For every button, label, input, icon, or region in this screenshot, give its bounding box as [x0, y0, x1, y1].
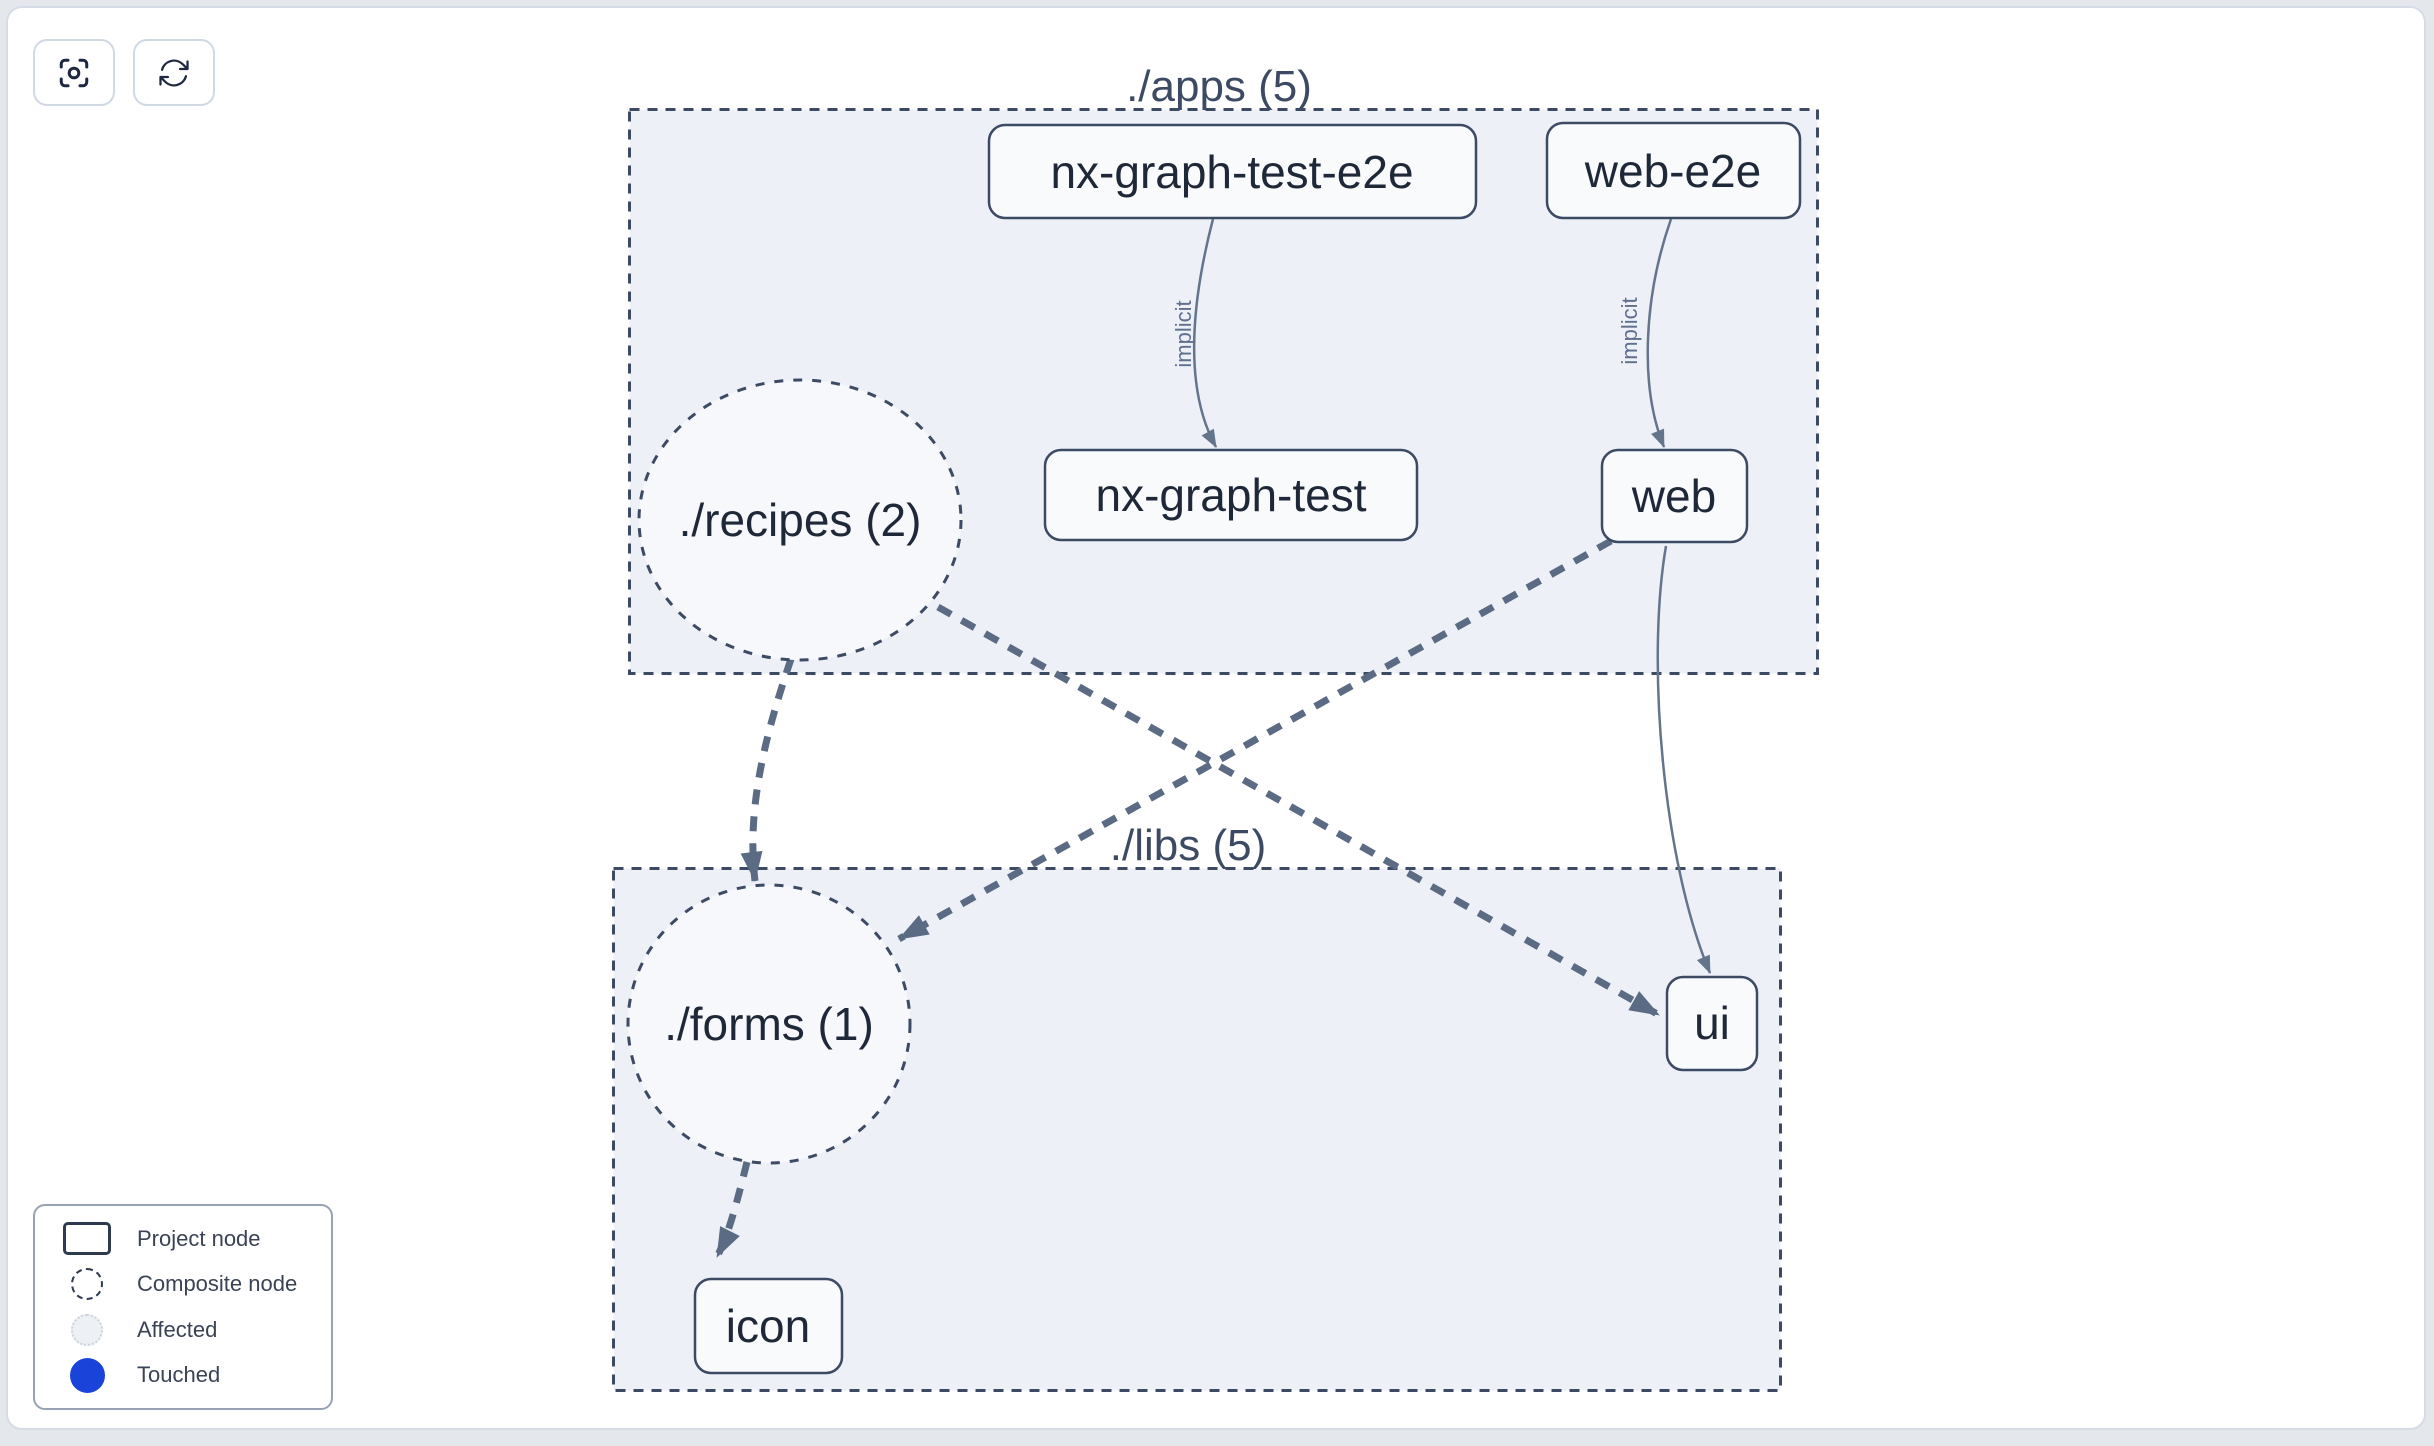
refresh-graph-button[interactable]	[133, 39, 215, 106]
edge-web-to-forms	[897, 537, 1613, 943]
edge-label-implicit: implicit	[1171, 300, 1196, 367]
composite-circle	[626, 883, 912, 1165]
node-label: nx-graph-test	[1095, 469, 1366, 521]
legend-label: Project node	[137, 1225, 261, 1251]
composite-node-swatch	[71, 1268, 103, 1301]
edge-forms-to-icon	[713, 1161, 751, 1259]
node-web-e2e[interactable]: web-e2e	[1545, 121, 1802, 220]
legend-item-touched: Touched	[59, 1353, 331, 1397]
touched-swatch	[69, 1357, 105, 1393]
composite-circle	[637, 378, 963, 662]
node-icon[interactable]: icon	[693, 1277, 844, 1375]
node-label: ui	[1694, 997, 1730, 1049]
legend: Project node Composite node Affected Tou…	[33, 1204, 333, 1410]
project-rect	[987, 123, 1478, 220]
node-forms[interactable]: ./forms (1)	[626, 883, 912, 1165]
node-label: ./forms (1)	[664, 998, 874, 1050]
project-node-swatch	[63, 1222, 111, 1256]
project-rect	[1600, 448, 1749, 544]
project-rect	[693, 1277, 844, 1375]
legend-label: Composite node	[137, 1271, 298, 1297]
node-nx-graph-test[interactable]: nx-graph-test	[1043, 448, 1419, 542]
legend-label: Affected	[137, 1316, 218, 1342]
group-label-libs: ./libs (5)	[1110, 821, 1266, 870]
affected-swatch	[71, 1313, 103, 1346]
node-web[interactable]: web	[1600, 448, 1749, 544]
center-graph-button[interactable]	[33, 39, 115, 106]
edge-web-to-ui	[1656, 545, 1712, 974]
edge-recipes-to-forms	[740, 657, 795, 882]
node-label: nx-graph-test-e2e	[1050, 146, 1413, 198]
node-nx-graph-test-e2e[interactable]: nx-graph-test-e2e	[987, 123, 1478, 220]
legend-item-project-node: Project node	[59, 1217, 331, 1261]
node-ui[interactable]: ui	[1665, 975, 1759, 1072]
project-rect	[1545, 121, 1802, 220]
node-label: ./recipes (2)	[679, 494, 922, 546]
legend-item-composite-node: Composite node	[59, 1262, 331, 1306]
legend-label: Touched	[137, 1362, 221, 1388]
node-label: web-e2e	[1584, 145, 1761, 197]
edge-web-e2e-to-web	[1646, 218, 1673, 448]
edge-recipes-to-ui	[936, 603, 1661, 1019]
focus-icon	[59, 58, 89, 87]
project-rect	[1043, 448, 1419, 542]
node-recipes[interactable]: ./recipes (2)	[637, 378, 963, 662]
edge-nx-graph-test-e2e-to-nx-graph-test	[1192, 218, 1218, 448]
node-label: web	[1631, 470, 1716, 522]
legend-item-affected: Affected	[59, 1308, 331, 1352]
project-rect	[1665, 975, 1759, 1072]
edge-label-implicit: implicit	[1617, 297, 1642, 364]
refresh-icon	[159, 58, 189, 87]
node-label: icon	[726, 1300, 810, 1352]
group-label-apps: ./apps (5)	[1126, 62, 1312, 111]
